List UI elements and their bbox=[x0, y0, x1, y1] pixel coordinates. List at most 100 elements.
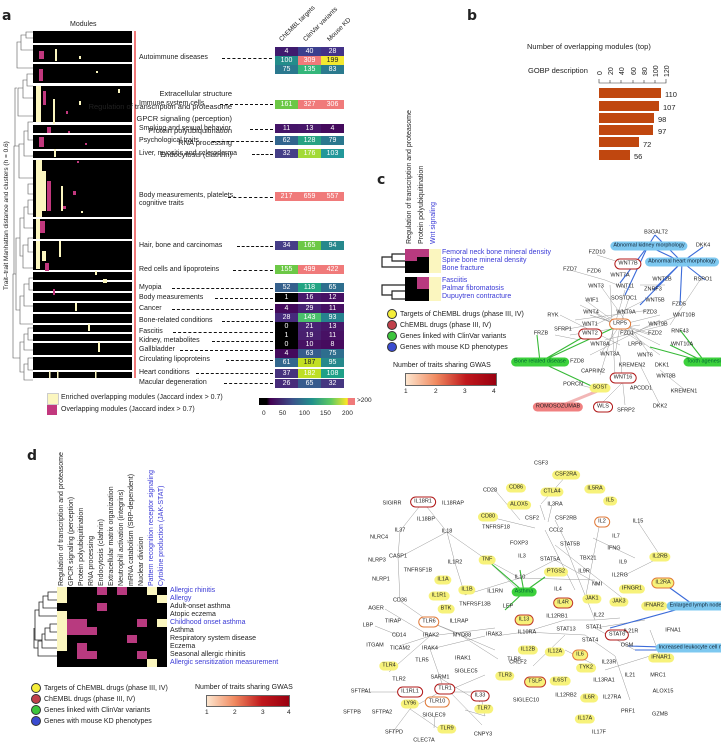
d-row-label: Seasonal allergic rhinitis bbox=[170, 651, 278, 659]
panel-c-letter: c bbox=[377, 172, 385, 188]
count-cell: 11 bbox=[321, 331, 344, 340]
count-cell: 52 bbox=[275, 283, 298, 292]
count-cell: 1 bbox=[275, 293, 298, 302]
cluster-connector bbox=[222, 321, 273, 322]
cluster-label: Kidney, metabolites bbox=[139, 337, 200, 345]
legend-item: ChEMBL drugs (phase III, IV) bbox=[387, 320, 524, 331]
count-cell: 0 bbox=[275, 322, 298, 331]
bar-label: RNA processing bbox=[178, 138, 232, 147]
network-node: KREMEN1 bbox=[668, 388, 701, 397]
count-cell: 13 bbox=[321, 322, 344, 331]
network-node: PTGS2 bbox=[544, 568, 568, 577]
network-node: WNT8B bbox=[653, 373, 678, 382]
count-cell: 79 bbox=[321, 136, 344, 145]
network-node: STAT13 bbox=[553, 626, 578, 635]
bar-label: Endocytosis (clathrin) bbox=[160, 150, 232, 159]
network-node: IL13 bbox=[515, 615, 534, 626]
count-cell: 32 bbox=[275, 149, 298, 158]
red-circle-icon bbox=[31, 694, 41, 704]
c-gwas-title: Number of traits sharing GWAS bbox=[393, 362, 491, 369]
network-node: SFTPA1 bbox=[348, 688, 374, 697]
network-node: KREMEN2 bbox=[616, 362, 649, 371]
network-node: LRP6 bbox=[625, 341, 645, 350]
cluster-marker-bar bbox=[134, 31, 136, 378]
network-node: CD80 bbox=[478, 513, 498, 522]
network-node: IL5 bbox=[603, 497, 617, 506]
heatmap-cells bbox=[33, 31, 132, 379]
d-col-header: Cytokine production (JAK-STAT) bbox=[158, 486, 165, 587]
gwas-tick: 3 bbox=[463, 388, 467, 395]
network-node: IL12A bbox=[545, 648, 565, 657]
network-node: CSF2 bbox=[522, 515, 542, 524]
count-cell: 1 bbox=[275, 331, 298, 340]
network-node: IL6R bbox=[580, 694, 598, 703]
network-node: MRC1 bbox=[647, 672, 669, 681]
network-node: IL1RAP bbox=[447, 618, 472, 627]
count-cell: 161 bbox=[275, 100, 298, 109]
network-node: TLR3 bbox=[495, 672, 514, 681]
count-colorbar bbox=[259, 398, 355, 405]
d-row-labels: Allergic rhinitis Allergy Adult-onset as… bbox=[170, 587, 278, 667]
count-cell: 8 bbox=[321, 340, 344, 349]
count-cell: 12 bbox=[321, 293, 344, 302]
network-node: FZD1 bbox=[617, 330, 637, 339]
count-cell: 103 bbox=[321, 149, 344, 158]
legend-label: Genes with mouse KD phenotypes bbox=[44, 717, 152, 724]
d-row-label: Atopic eczema bbox=[170, 611, 278, 619]
network-node: TLR1 bbox=[434, 684, 455, 695]
c-legend: Targets of ChEMBL drugs (phase III, IV) … bbox=[387, 309, 524, 352]
network-node: WNT3A bbox=[597, 351, 622, 360]
green-circle-icon bbox=[387, 331, 397, 341]
c-col-header: Protein polyubiquitination bbox=[418, 166, 425, 244]
c-dendrogram bbox=[380, 249, 406, 309]
cluster-label: Bone-related conditions bbox=[139, 317, 213, 325]
network-node: CLEC7A bbox=[410, 737, 437, 746]
network-node: WNT2B bbox=[649, 276, 674, 285]
network-node: WNT7B bbox=[614, 259, 641, 270]
network-node: IL18RAP bbox=[439, 500, 467, 509]
colorbar-overflow-label: >200 bbox=[357, 397, 372, 404]
bar-axis-label: GOBP description bbox=[528, 66, 588, 75]
colorbar-tick: 200 bbox=[342, 410, 353, 417]
count-cell: 63 bbox=[298, 349, 321, 358]
network-node: IRAK1 bbox=[452, 655, 474, 664]
network-node: DKK2 bbox=[650, 403, 670, 412]
cluster-label: Myopia bbox=[139, 284, 162, 292]
c-row-label: Dupuytren contracture bbox=[442, 293, 511, 300]
network-node: IL23R bbox=[599, 659, 620, 668]
d-legend: Targets of ChEMBL drugs (phase III, IV) … bbox=[31, 683, 168, 726]
network-node: TNFRSF1B bbox=[401, 567, 435, 576]
count-cell: 187 bbox=[298, 358, 321, 367]
network-node: STAT5A bbox=[537, 556, 563, 565]
bar-tick: 40 bbox=[619, 67, 626, 75]
count-cell: 83 bbox=[321, 65, 344, 74]
count-cell: 199 bbox=[321, 56, 344, 65]
network-node: FZD5 bbox=[669, 301, 689, 310]
count-cell: 182 bbox=[298, 369, 321, 378]
bar-tick: 20 bbox=[608, 67, 615, 75]
count-cell: 62 bbox=[275, 136, 298, 145]
network-node: STAT5B bbox=[557, 541, 583, 550]
network-node: TYK2 bbox=[576, 664, 596, 673]
network-node: TLR4 bbox=[379, 662, 398, 671]
count-cell: 128 bbox=[298, 136, 321, 145]
d-col-header: Nuclear division bbox=[138, 537, 145, 586]
network-node: CD28 bbox=[480, 487, 500, 496]
colorbar-tick: 50 bbox=[279, 410, 286, 417]
cluster-label: Gallbladder bbox=[139, 346, 175, 354]
bar-label: Protein polyubiquitination bbox=[148, 126, 232, 135]
col-header-mousekd: Mouse KD bbox=[326, 17, 352, 43]
phenotype-node: Increased leukocyte cell number bbox=[656, 644, 721, 653]
phenotype-node: Tooth agenesis bbox=[684, 358, 721, 367]
network-node: LBP bbox=[360, 622, 376, 631]
network-node: TNFRSF13B bbox=[456, 601, 493, 610]
cluster-connector bbox=[173, 332, 273, 333]
network-node: TNFRSF18 bbox=[479, 524, 513, 533]
d-col-header: Regulation of transcription and proteaso… bbox=[58, 452, 65, 586]
network-node: TNF bbox=[479, 556, 496, 565]
c-row-label: Bone fracture bbox=[442, 265, 484, 272]
network-node: RYK bbox=[544, 312, 561, 321]
gwas-tick: 4 bbox=[287, 709, 291, 716]
